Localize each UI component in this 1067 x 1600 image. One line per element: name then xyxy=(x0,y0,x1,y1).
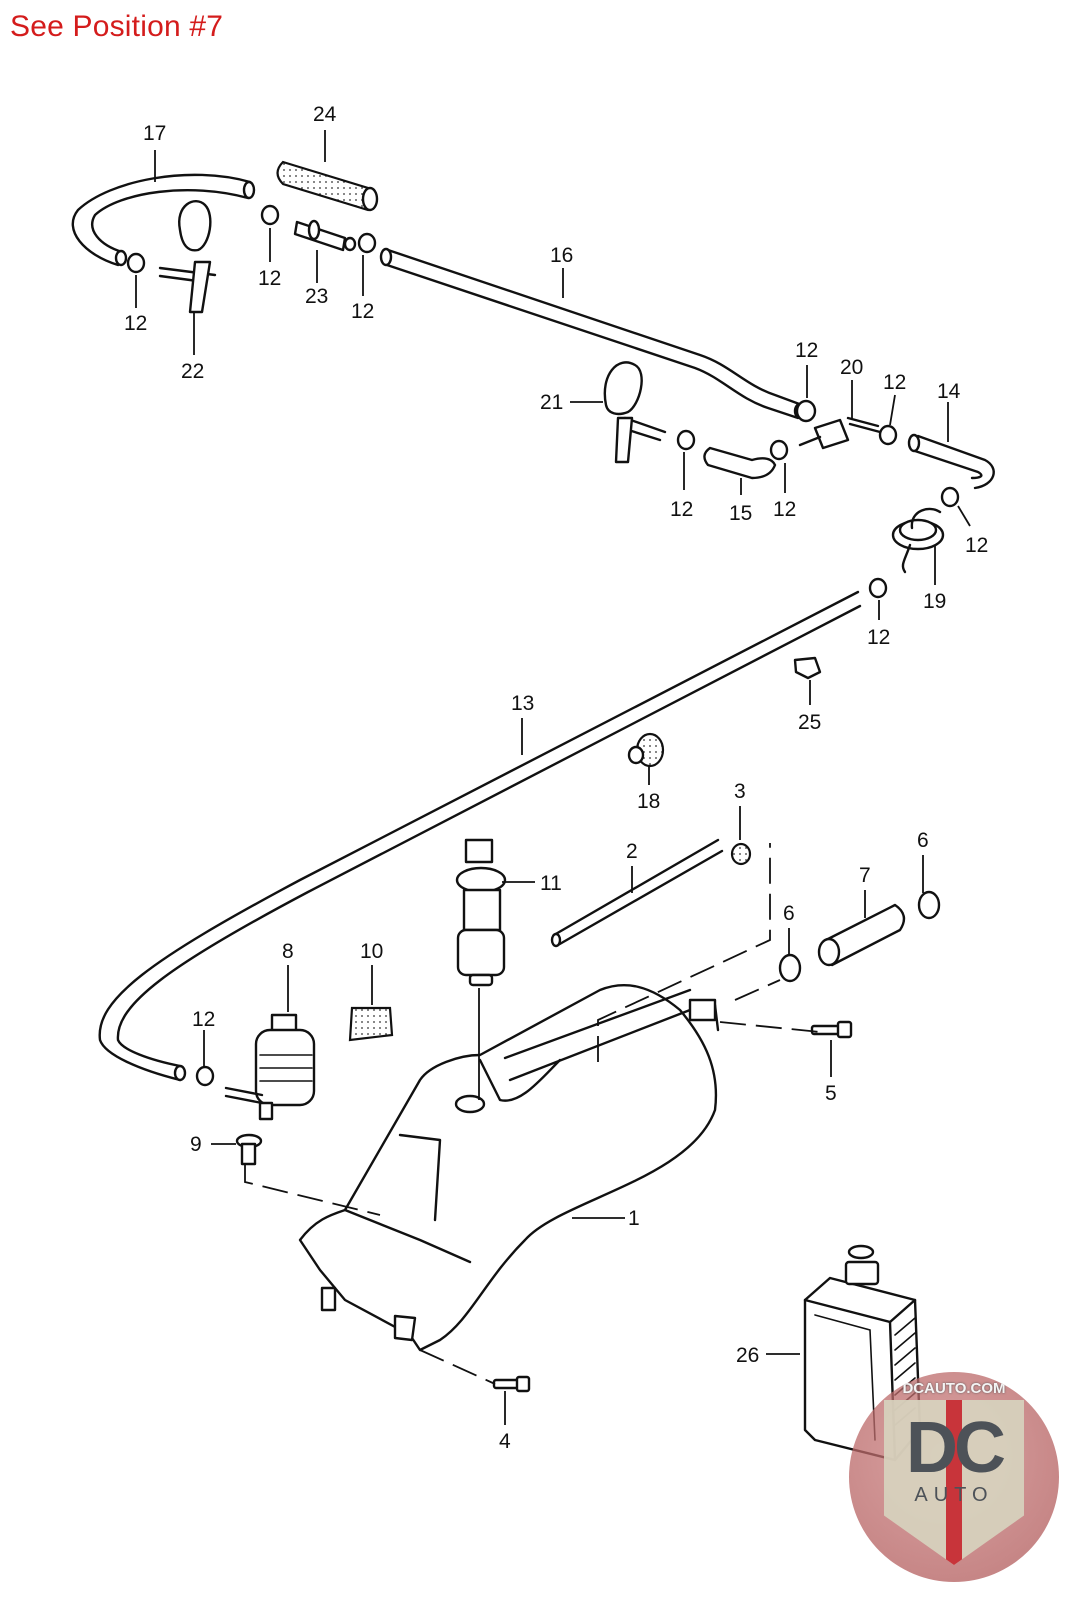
assembly-line xyxy=(734,979,781,1001)
callout-6: 6 xyxy=(783,902,795,925)
bolt-4 xyxy=(492,1375,531,1393)
callout-12: 12 xyxy=(192,1008,215,1031)
hose-15 xyxy=(703,446,777,480)
callout-12: 12 xyxy=(795,339,818,362)
callout-2: 2 xyxy=(626,840,638,863)
callout-9: 9 xyxy=(190,1133,202,1156)
callout-19: 19 xyxy=(923,590,946,613)
callout-18: 18 xyxy=(637,790,660,813)
level-sensor-11 xyxy=(455,838,507,987)
nozzle-22 xyxy=(158,199,217,314)
hose-clamp xyxy=(769,439,789,461)
callout-11: 11 xyxy=(540,872,562,895)
callout-12: 12 xyxy=(670,498,693,521)
callout-26: 26 xyxy=(736,1344,759,1367)
hose-2 xyxy=(550,838,724,948)
watermark-mark: DC xyxy=(906,1408,1006,1488)
dcauto-watermark-logo: DCAUTO.COM DC AUTO xyxy=(849,1372,1059,1582)
watermark-sub: AUTO xyxy=(914,1484,994,1506)
hose-clamp xyxy=(676,429,696,451)
callout-12: 12 xyxy=(258,267,281,290)
callout-12: 12 xyxy=(867,626,890,649)
assembly-line xyxy=(419,1349,496,1385)
callout-1: 1 xyxy=(628,1207,640,1230)
callout-16: 16 xyxy=(550,244,573,267)
hose-clamp xyxy=(868,577,888,599)
filter-3 xyxy=(730,842,752,866)
callout-20: 20 xyxy=(840,356,863,379)
hose-16 xyxy=(379,247,807,420)
tee-connector-20 xyxy=(798,416,882,450)
hose-17 xyxy=(71,173,256,267)
callout-21: 21 xyxy=(540,391,563,414)
hose-clamp xyxy=(940,486,960,508)
callout-24: 24 xyxy=(313,103,337,126)
callout-6: 6 xyxy=(917,829,929,852)
assembly-line xyxy=(597,843,771,1062)
callout-14: 14 xyxy=(937,380,961,403)
callout-12: 12 xyxy=(883,371,906,394)
washer-pump-8 xyxy=(224,1013,316,1121)
callout-17: 17 xyxy=(143,122,166,145)
clamp-6 xyxy=(917,890,941,920)
callout-22: 22 xyxy=(181,360,204,383)
see-position-note: See Position #7 xyxy=(10,10,224,43)
hose-clamp xyxy=(260,204,280,226)
nozzle-21 xyxy=(603,361,667,464)
hose-clamp xyxy=(795,399,817,423)
watermark-url: DCAUTO.COM xyxy=(902,1380,1006,1397)
callout-25: 25 xyxy=(798,711,821,734)
filter-pad-10 xyxy=(348,1006,394,1042)
check-valve-23 xyxy=(293,219,357,252)
callout-8: 8 xyxy=(282,940,294,963)
callout-23: 23 xyxy=(305,285,328,308)
hose-clamp xyxy=(126,252,146,274)
reservoir-1 xyxy=(298,983,720,1352)
callout-15: 15 xyxy=(729,502,752,525)
leader-lines xyxy=(135,130,971,1425)
callout-3: 3 xyxy=(734,780,746,803)
hose-13 xyxy=(98,590,862,1082)
hose-14 xyxy=(907,433,995,490)
hose-7 xyxy=(817,903,906,967)
callout-12: 12 xyxy=(965,534,988,557)
callout-13: 13 xyxy=(511,692,534,715)
hose-clamp xyxy=(195,1065,215,1087)
callout-5: 5 xyxy=(825,1082,837,1105)
valve-19 xyxy=(891,507,945,574)
bolt-5 xyxy=(810,1020,853,1039)
screw-9 xyxy=(235,1133,263,1166)
assembly-line xyxy=(244,1164,381,1216)
assembly-line xyxy=(719,1021,821,1033)
hose-clamp xyxy=(878,424,898,446)
clip-25 xyxy=(793,656,822,680)
callout-12: 12 xyxy=(351,300,374,323)
grommet-18 xyxy=(627,732,665,768)
callout-12: 12 xyxy=(773,498,796,521)
clamp-6 xyxy=(778,953,802,983)
callout-10: 10 xyxy=(360,940,383,963)
hose-clamp xyxy=(357,232,377,254)
callout-7: 7 xyxy=(859,864,871,887)
callout-12: 12 xyxy=(124,312,147,335)
callout-4: 4 xyxy=(499,1430,511,1453)
sleeve-24 xyxy=(276,160,379,212)
